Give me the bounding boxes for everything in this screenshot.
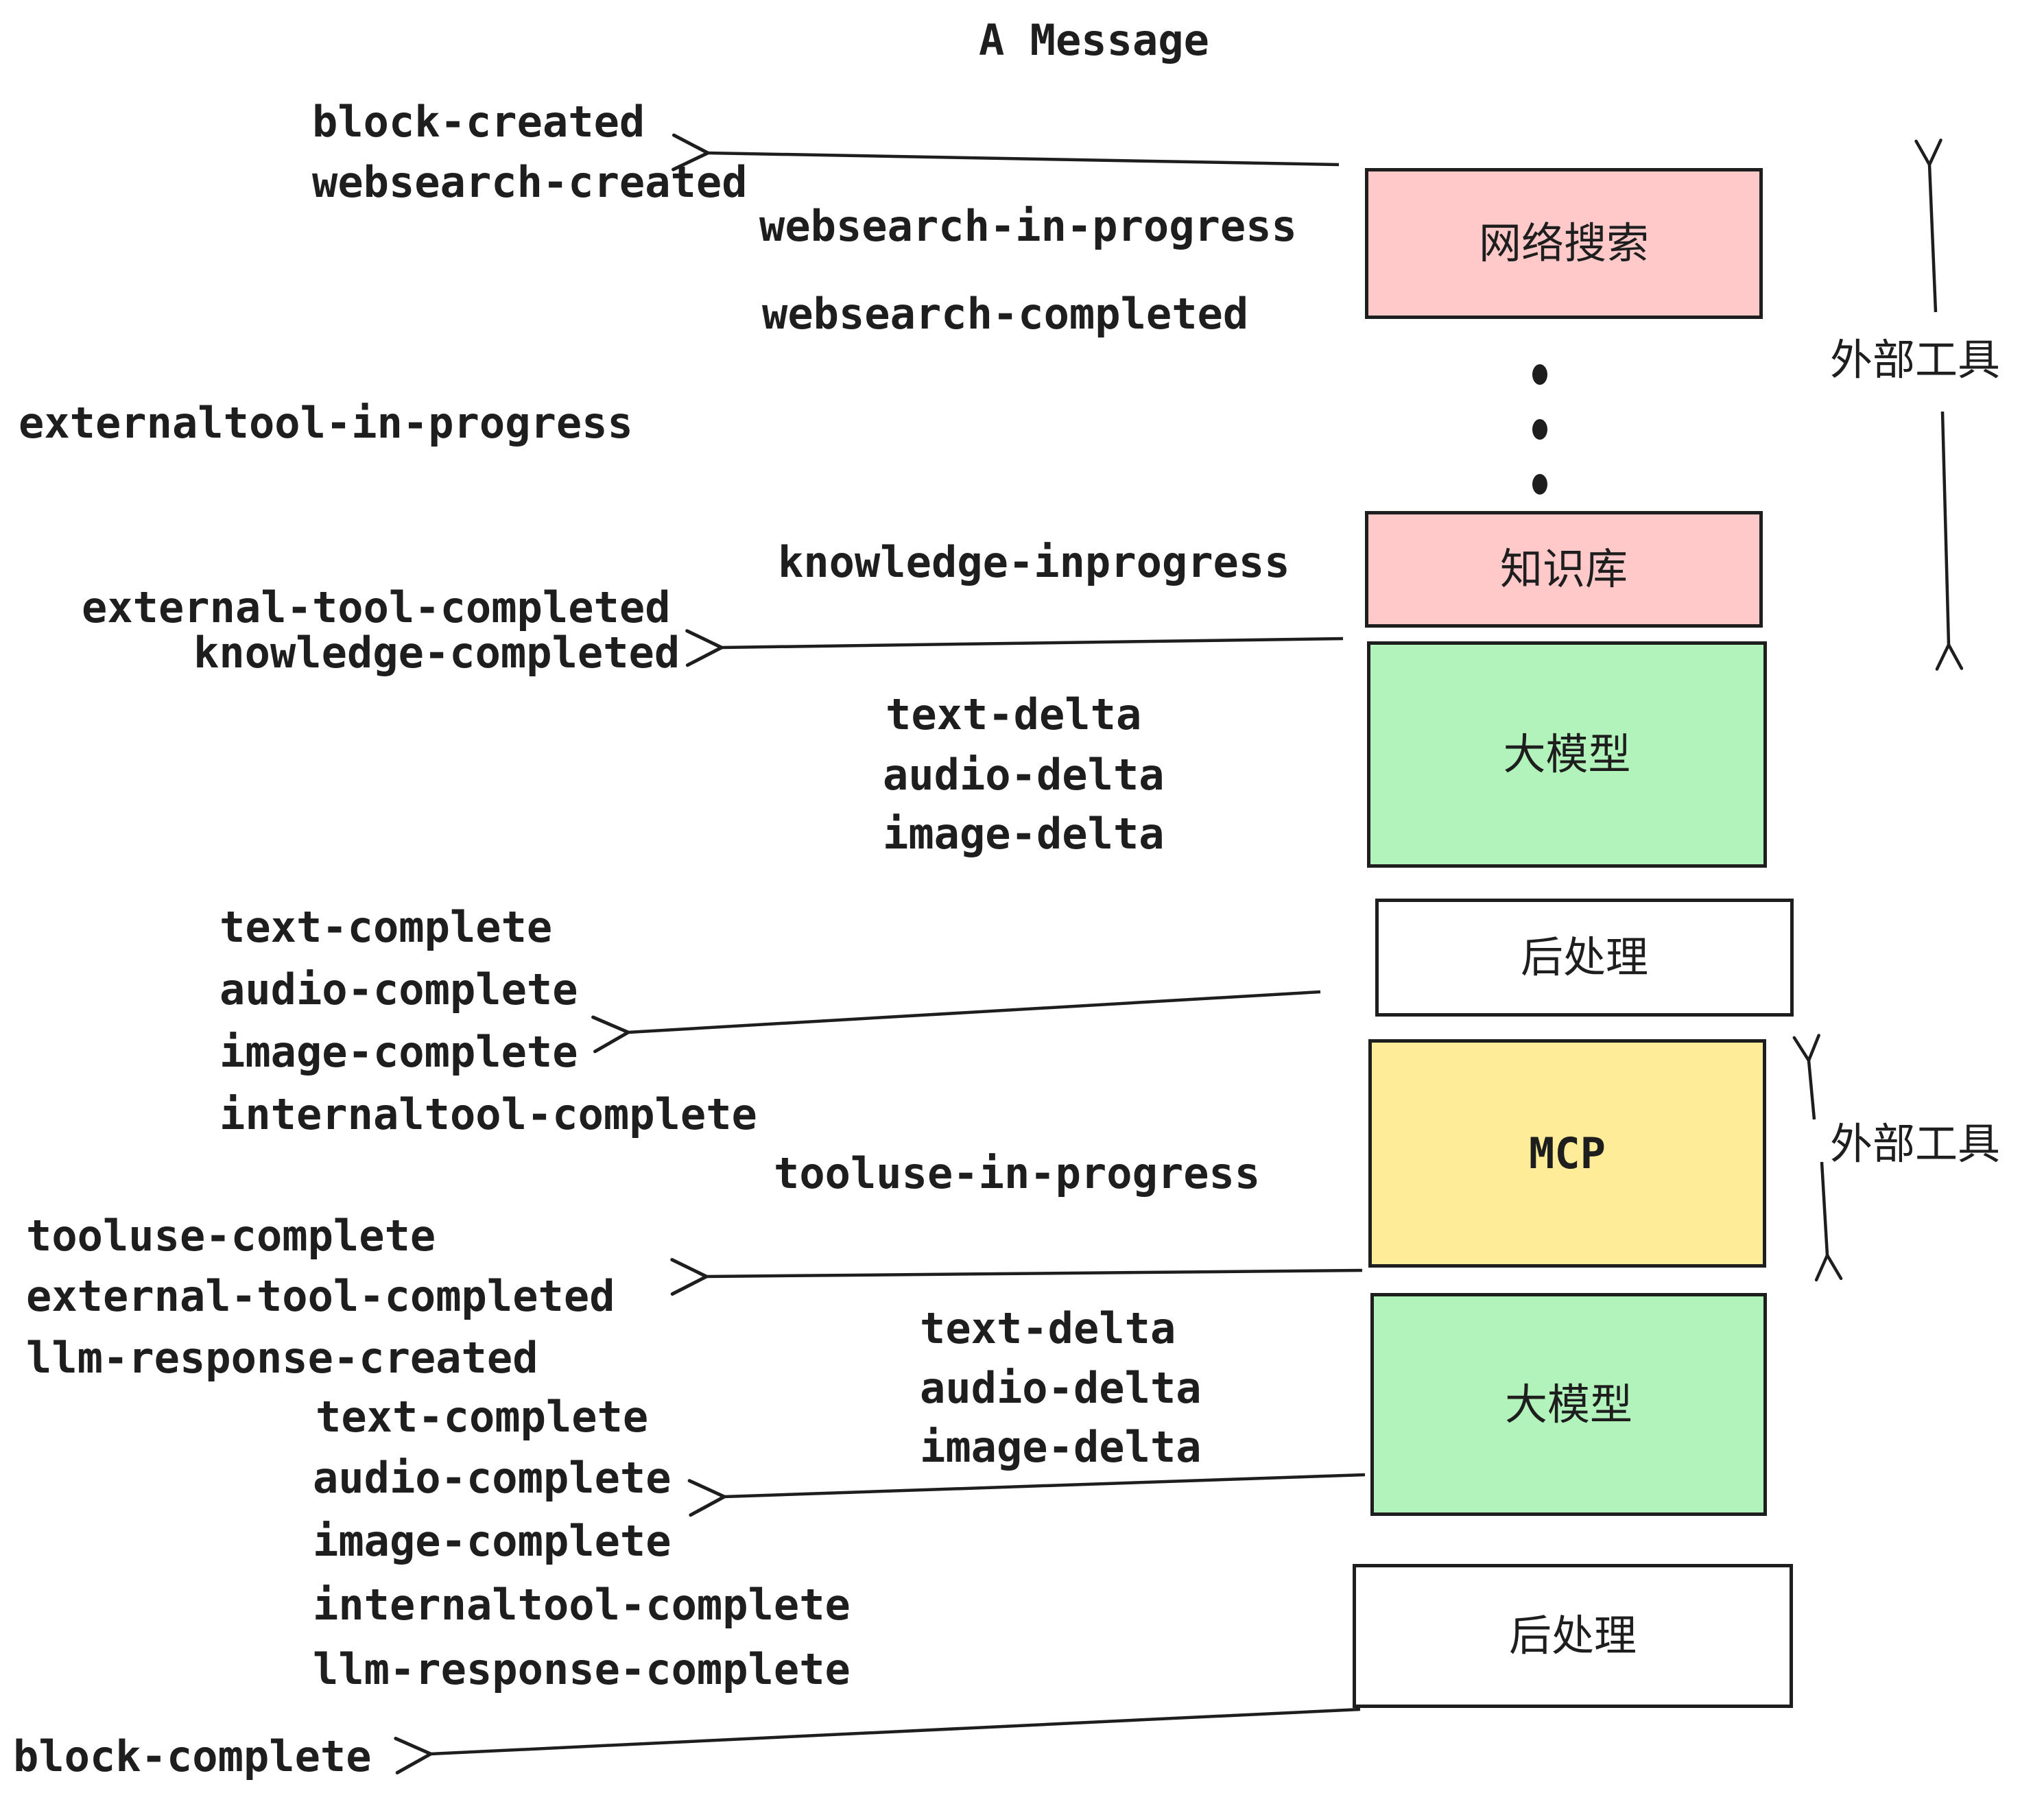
event-label-tooluse-in-progress: tooluse-in-progress xyxy=(774,1148,1261,1198)
event-label-text-delta-2: text-delta xyxy=(920,1303,1176,1353)
diagram-title: A Message xyxy=(979,15,1209,65)
annotation-external-tools-mid: 外部工具 xyxy=(1830,1119,2001,1169)
event-label-external-tool-completed-2: external-tool-completed xyxy=(26,1271,615,1321)
event-label-internaltool-complete-2: internaltool-complete xyxy=(313,1580,851,1630)
box-llm-2-label: 大模型 xyxy=(1504,1379,1632,1429)
event-label-knowledge-inprogress: knowledge-inprogress xyxy=(778,537,1290,587)
event-label-audio-complete-2: audio-complete xyxy=(313,1453,672,1503)
box-websearch-label: 网络搜索 xyxy=(1478,218,1649,268)
event-label-image-complete-2: image-complete xyxy=(313,1516,672,1566)
event-label-block-created: block-created xyxy=(312,97,645,147)
event-label-externaltool-in-progress: externaltool-in-progress xyxy=(19,398,633,448)
box-websearch: 网络搜索 xyxy=(1365,168,1763,319)
box-postprocess-1-label: 后处理 xyxy=(1520,932,1648,982)
event-label-image-delta: image-delta xyxy=(883,809,1165,859)
box-llm-2: 大模型 xyxy=(1370,1293,1767,1516)
arrow-external-tools-mid-down xyxy=(1814,1161,1843,1282)
box-mcp-label: MCP xyxy=(1529,1128,1606,1178)
arrow-image-complete xyxy=(591,990,1321,1054)
event-label-text-delta: text-delta xyxy=(886,689,1142,739)
event-label-block-complete: block-complete xyxy=(13,1731,372,1781)
arrow-external-tools-top-up xyxy=(1914,139,1942,313)
event-label-tooluse-complete: tooluse-complete xyxy=(26,1211,436,1261)
arrow-external-tools-top-down xyxy=(1935,411,1964,671)
event-label-websearch-in-progress: websearch-in-progress xyxy=(759,201,1297,251)
event-label-audio-complete: audio-complete xyxy=(219,964,578,1014)
box-postprocess-1: 后处理 xyxy=(1375,899,1794,1017)
event-label-knowledge-completed: knowledge-completed xyxy=(193,628,680,678)
ellipsis-dot xyxy=(1532,419,1547,440)
box-llm-1-label: 大模型 xyxy=(1503,729,1631,779)
box-llm-1: 大模型 xyxy=(1367,641,1767,868)
arrow-knowledge-completed xyxy=(685,629,1344,667)
event-label-llm-response-complete: llm-response-complete xyxy=(313,1644,851,1694)
event-label-audio-delta-2: audio-delta xyxy=(920,1363,1202,1413)
ellipsis-dot xyxy=(1532,474,1547,495)
event-label-text-complete: text-complete xyxy=(219,902,553,952)
box-postprocess-2: 后处理 xyxy=(1353,1564,1793,1708)
event-label-image-complete: image-complete xyxy=(219,1027,578,1077)
event-label-image-delta-2: image-delta xyxy=(920,1422,1202,1472)
arrow-websearch-to-block-created xyxy=(672,133,1340,171)
event-label-websearch-completed: websearch-completed xyxy=(762,289,1249,339)
arrow-block-complete xyxy=(394,1707,1361,1775)
annotation-external-tools-top: 外部工具 xyxy=(1830,335,2001,385)
arrow-audio-complete xyxy=(687,1473,1366,1517)
ellipsis-dot xyxy=(1532,364,1547,385)
event-label-external-tool-completed: external-tool-completed xyxy=(82,582,671,632)
arrow-external-tools-mid-up xyxy=(1792,1034,1820,1120)
box-mcp: MCP xyxy=(1368,1039,1766,1268)
event-label-llm-response-created: llm-response-created xyxy=(26,1333,538,1383)
box-postprocess-2-label: 后处理 xyxy=(1508,1611,1637,1661)
event-label-internaltool-complete: internaltool-complete xyxy=(219,1089,757,1139)
arrow-tooluse-complete xyxy=(670,1257,1363,1296)
event-label-text-complete-2: text-complete xyxy=(316,1392,649,1442)
box-knowledge-label: 知识库 xyxy=(1499,544,1628,594)
box-knowledge: 知识库 xyxy=(1365,511,1763,628)
event-label-websearch-created: websearch-created xyxy=(312,157,748,207)
event-label-audio-delta: audio-delta xyxy=(883,750,1165,800)
